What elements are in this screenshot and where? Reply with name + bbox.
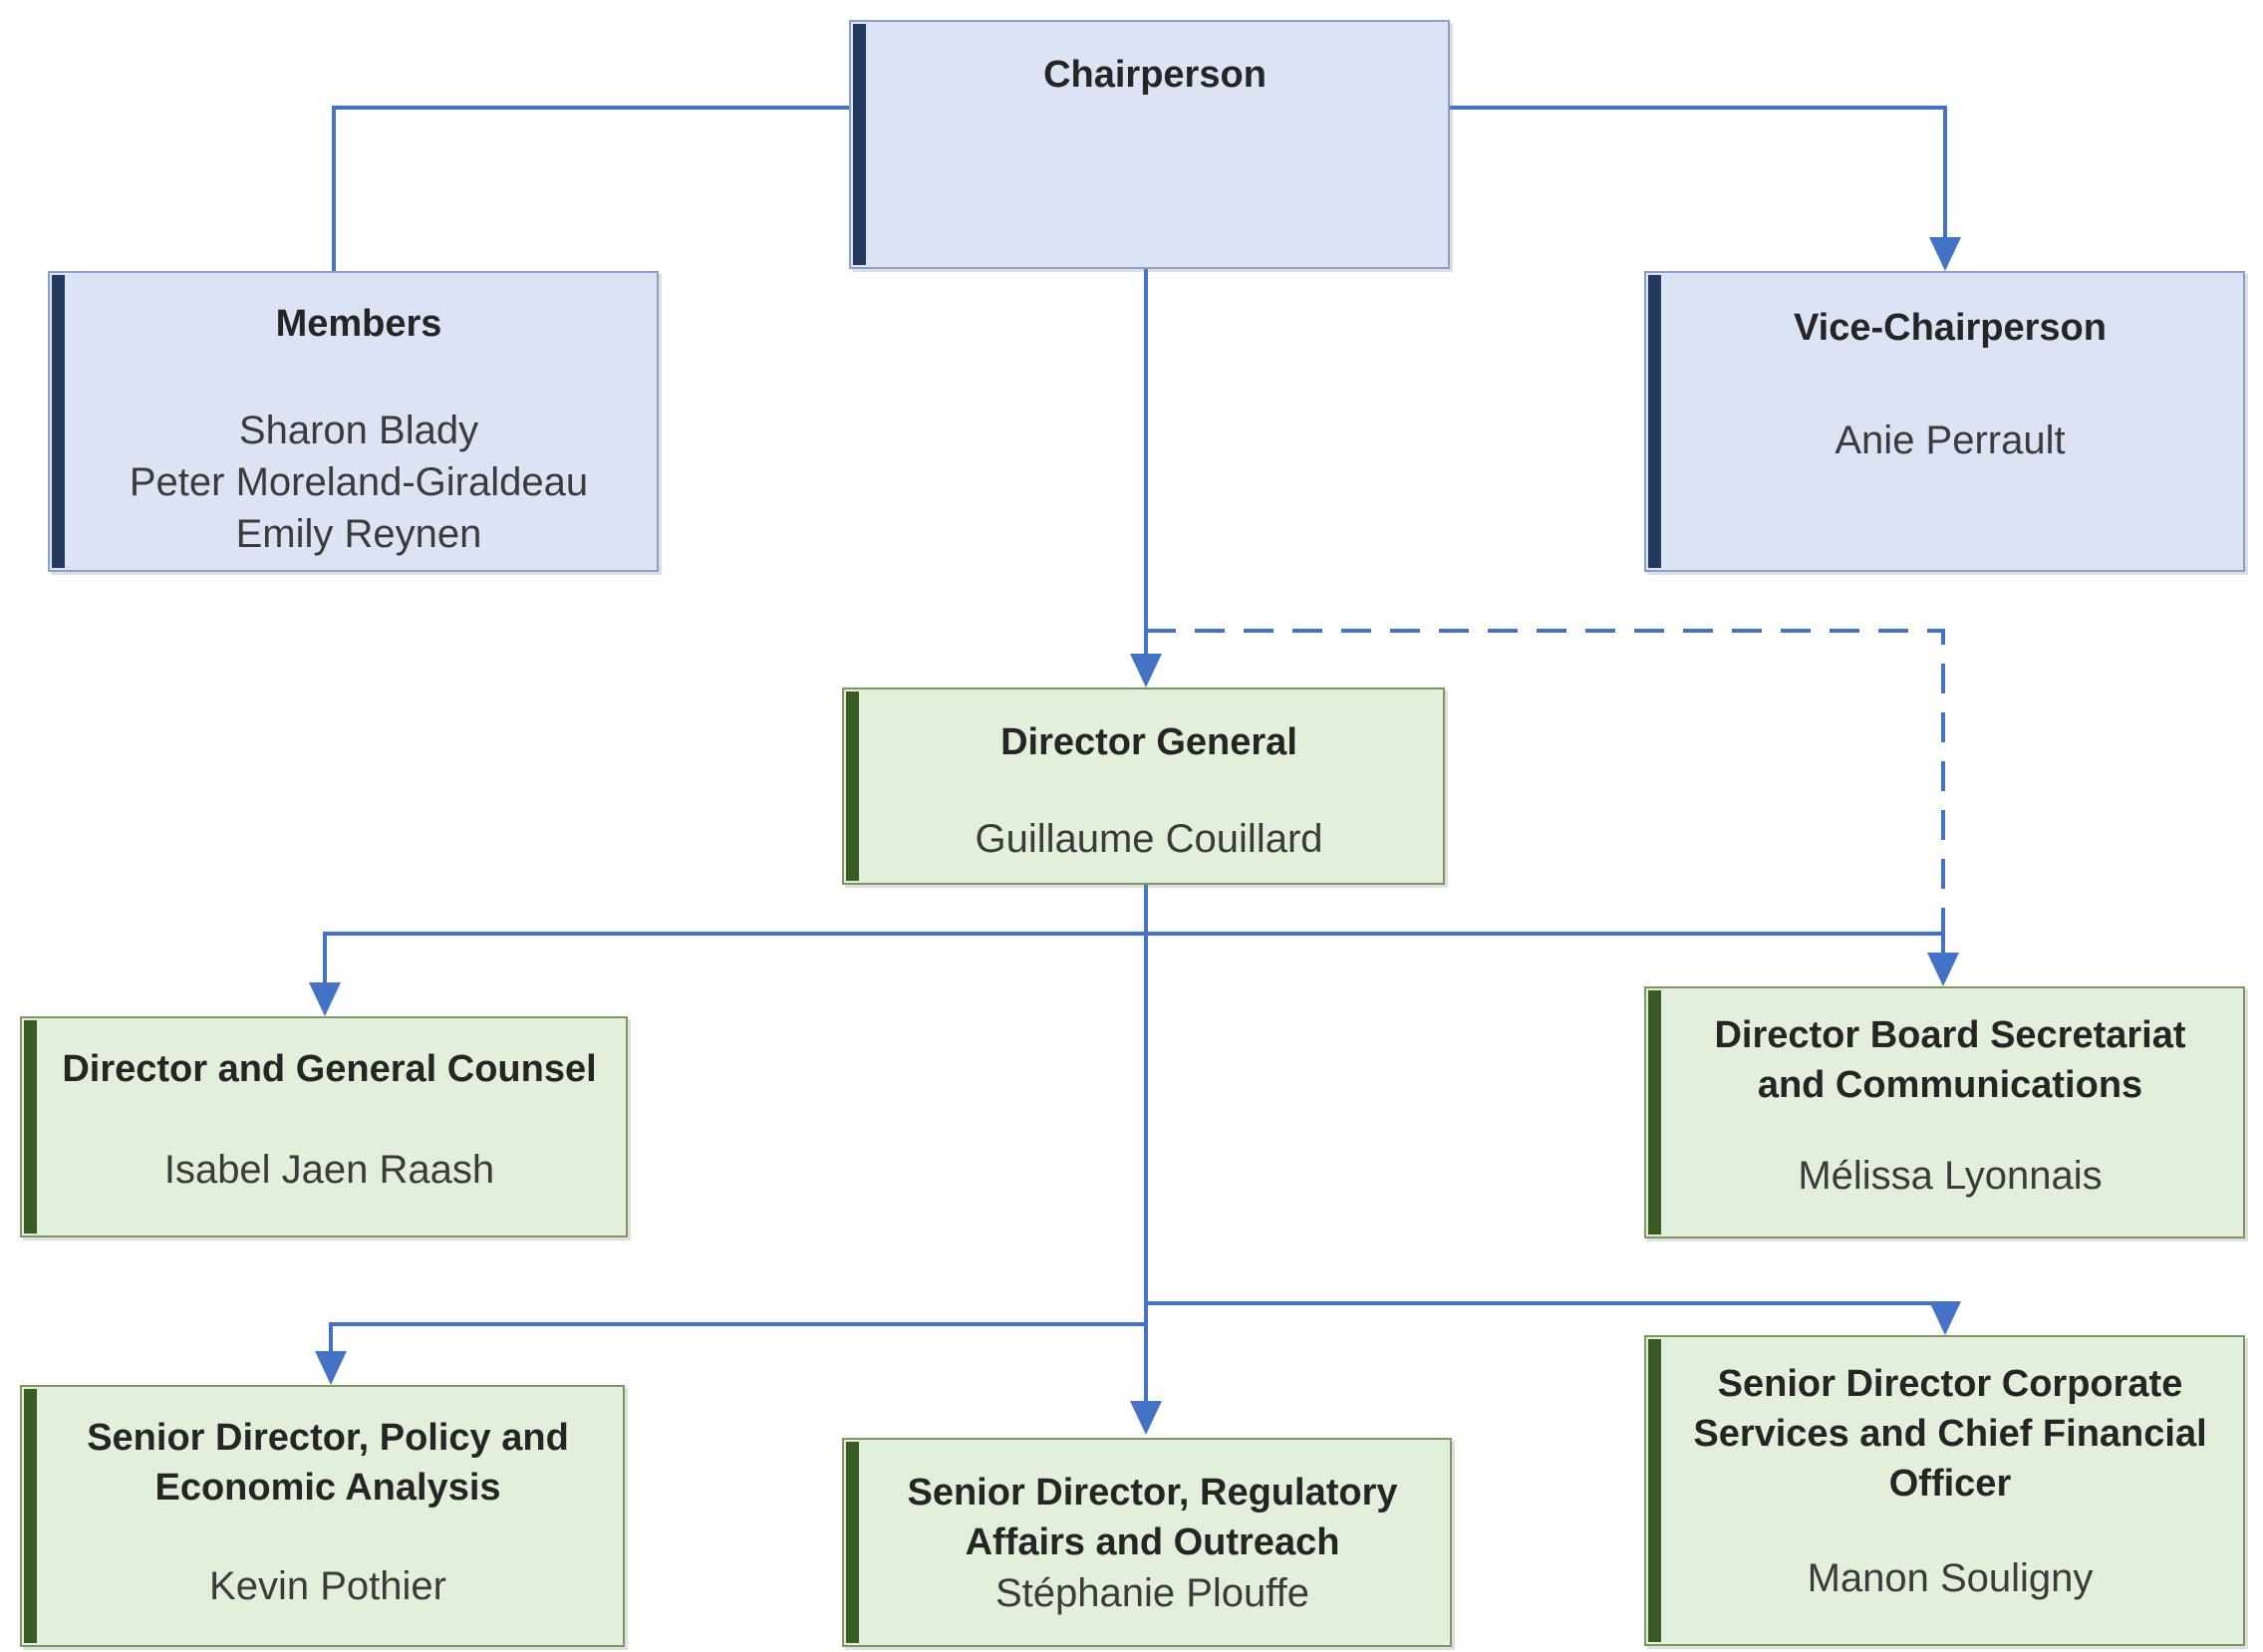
- connector-dashed-chairperson-boardsec: [1146, 629, 1945, 937]
- org-box-policy: Senior Director, Policy and Economic Ana…: [20, 1385, 625, 1647]
- person-name: Isabel Jaen Raash: [163, 1148, 495, 1192]
- org-box-regulatory: Senior Director, Regulatory Affairs and …: [842, 1438, 1452, 1647]
- names-list: Kevin Pothier: [59, 1560, 597, 1612]
- connector-dg-counsel-boardsec-rail: [323, 932, 1945, 982]
- accent-bar: [1648, 1339, 1661, 1642]
- arrowhead-general-counsel: [309, 982, 341, 1016]
- accent-bar: [1648, 990, 1661, 1235]
- accent-bar: [853, 24, 866, 265]
- person-name: Anie Perrault: [1835, 418, 2066, 462]
- names-list: Isabel Jaen Raash: [59, 1144, 600, 1196]
- box-title: Members: [275, 303, 442, 345]
- org-box-director-general: Director General Guillaume Couillard: [842, 688, 1445, 885]
- person-name: Peter Moreland-Giraldeau: [129, 460, 589, 504]
- person-name: Emily Reynen: [235, 512, 482, 556]
- accent-bar: [24, 1389, 37, 1643]
- names-list: Stéphanie Plouffe: [881, 1567, 1424, 1619]
- org-box-general-counsel: Director and General Counsel Isabel Jaen…: [20, 1016, 628, 1238]
- box-title: Senior Director Corporate Services and C…: [1693, 1363, 2207, 1505]
- org-box-board-secretariat: Director Board Secretariat and Communica…: [1644, 986, 2245, 1239]
- arrowhead-regulatory: [1130, 1401, 1162, 1435]
- accent-bar: [1648, 275, 1661, 568]
- org-box-corporate-services: Senior Director Corporate Services and C…: [1644, 1335, 2245, 1646]
- names-list: Mélissa Lyonnais: [1683, 1150, 2217, 1202]
- names-list: Guillaume Couillard: [881, 813, 1417, 865]
- accent-bar: [846, 1442, 859, 1643]
- arrowhead-board-secretariat: [1927, 953, 1959, 986]
- accent-bar: [846, 691, 859, 881]
- person-name: Kevin Pothier: [209, 1564, 446, 1608]
- person-name: Sharon Blady: [238, 409, 479, 452]
- connector-chairperson-members: [332, 106, 849, 273]
- arrowhead-policy: [315, 1351, 347, 1385]
- accent-bar: [52, 275, 65, 568]
- names-list: Sharon Blady Peter Moreland-Giraldeau Em…: [87, 405, 631, 560]
- org-box-vice-chairperson: Vice-Chairperson Anie Perrault: [1644, 271, 2245, 572]
- person-name: Mélissa Lyonnais: [1798, 1154, 2103, 1198]
- names-list: Manon Souligny: [1675, 1552, 2225, 1604]
- box-title: Senior Director, Regulatory Affairs and …: [907, 1472, 1398, 1563]
- box-title: Director Board Secretariat and Communica…: [1714, 1014, 2186, 1106]
- names-list: Anie Perrault: [1683, 414, 2217, 466]
- person-name: Guillaume Couillard: [975, 817, 1323, 861]
- org-box-chairperson: Chairperson: [849, 20, 1450, 269]
- arrowhead-corporate: [1929, 1301, 1961, 1335]
- box-title: Chairperson: [1043, 54, 1267, 96]
- box-title: Vice-Chairperson: [1794, 307, 2107, 349]
- connector-chairperson-vice: [1450, 106, 1947, 239]
- box-title: Senior Director, Policy and Economic Ana…: [87, 1417, 569, 1509]
- box-title: Director General: [1000, 721, 1297, 763]
- arrowhead-director-general: [1130, 654, 1162, 688]
- box-title: Director and General Counsel: [62, 1048, 597, 1090]
- connector-dg-policy: [329, 1322, 1146, 1353]
- person-name: Stéphanie Plouffe: [994, 1571, 1310, 1615]
- arrowhead-vice: [1929, 237, 1961, 271]
- org-box-members: Members Sharon Blady Peter Moreland-Gira…: [48, 271, 659, 572]
- person-name: Manon Souligny: [1807, 1556, 2094, 1600]
- accent-bar: [24, 1020, 37, 1234]
